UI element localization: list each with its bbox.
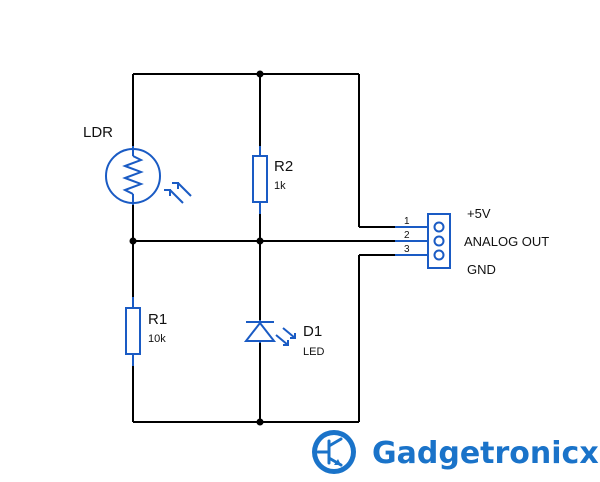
connector-body (427, 213, 451, 269)
junction-dot (256, 70, 264, 78)
d1-value-label: LED (303, 346, 324, 358)
pin-number-3: 3 (404, 244, 410, 255)
r2-symbol (252, 146, 268, 214)
pin-label-5v: +5V (467, 206, 491, 221)
ldr-label: LDR (83, 124, 113, 141)
emit-arrow-head-icon (290, 333, 296, 339)
connector-header (395, 213, 451, 269)
light-arrow-head-icon (172, 182, 179, 189)
light-arrow-icon (177, 182, 192, 197)
pin-number-2: 2 (404, 230, 410, 241)
r1-symbol (125, 297, 141, 366)
r2-body (252, 155, 268, 203)
ldr-symbol (105, 146, 192, 205)
pin-label-gnd: GND (467, 262, 496, 277)
wires (132, 73, 428, 423)
brand-name: Gadgetronicx (372, 436, 599, 471)
emit-arrow-head-icon (283, 340, 289, 346)
junction-dot (129, 237, 137, 245)
emit-arrow-icon (282, 327, 296, 339)
pin-number-1: 1 (404, 216, 410, 227)
light-arrow-icon (169, 189, 184, 204)
connector-pin3-hole (433, 249, 445, 261)
ldr-resistor-zigzag (122, 155, 144, 195)
r1-body (125, 307, 141, 355)
emit-arrow-icon (275, 334, 289, 346)
pin-label-analog-out: ANALOG OUT (464, 234, 549, 249)
transistor-icon (312, 430, 356, 474)
connector-pin1-hole (433, 221, 445, 233)
r1-ref-label: R1 (148, 311, 167, 328)
r2-ref-label: R2 (274, 158, 293, 175)
light-arrow-head-icon (164, 189, 171, 196)
junction-dot (256, 237, 264, 245)
r1-value-label: 10k (148, 333, 166, 345)
r2-value-label: 1k (274, 180, 286, 192)
connector-pin2-hole (433, 235, 445, 247)
d1-ref-label: D1 (303, 323, 322, 340)
junction-dot (256, 418, 264, 426)
d1-led-symbol (243, 320, 296, 346)
junctions (129, 70, 264, 426)
led-triangle (243, 321, 277, 342)
